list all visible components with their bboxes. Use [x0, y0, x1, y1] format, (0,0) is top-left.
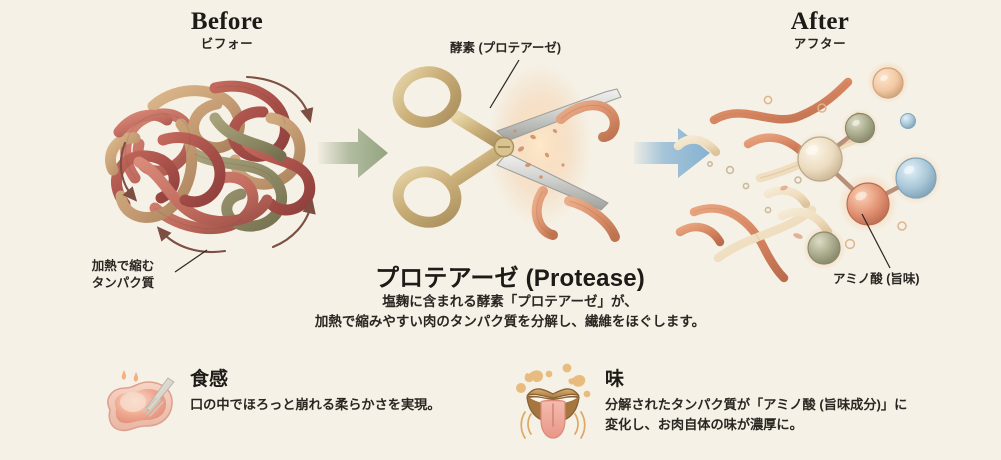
before-annotation-line1: 加熱で縮む: [91, 259, 155, 273]
enzyme-leader-line: [489, 59, 520, 109]
arrow-before-to-center: [318, 125, 390, 181]
feature-texture-text: 食感 口の中でほろっと崩れる柔らかさを実現。: [190, 362, 441, 415]
center-desc-line1: 塩麹に含まれる酵素「プロテアーゼ」が、: [382, 294, 638, 309]
feature-taste-body-line2: 変化し、お肉自体の味が濃厚に。: [605, 417, 803, 432]
center-description: 塩麹に含まれる酵素「プロテアーゼ」が、 加熱で縮みやすい肉のタンパク質を分解し、…: [250, 292, 770, 332]
center-scissors-illustration: [365, 45, 665, 250]
before-title-en: Before: [190, 8, 264, 35]
feature-texture-body-line1: 口の中でほろっと崩れる柔らかさを実現。: [190, 397, 441, 412]
enzyme-label: 酵素 (プロテアーゼ): [450, 41, 562, 55]
center-desc-line2: 加熱で縮みやすい肉のタンパク質を分解し、繊維をほぐします。: [314, 314, 706, 329]
protein-leader-line: [174, 249, 208, 273]
shrink-direction-arrows: [95, 55, 345, 270]
after-title-en: After: [790, 8, 850, 35]
before-heading: Before ビフォー: [127, 8, 327, 53]
meat-with-fork-icon: [100, 362, 180, 444]
tongue-mouth-icon: [515, 362, 595, 444]
before-annotation-line2: タンパク質: [91, 276, 155, 290]
after-title-jp: アフター: [793, 37, 847, 51]
amino-acid-label: アミノ酸 (旨味): [833, 272, 920, 286]
feature-taste-text: 味 分解されたタンパク質が「アミノ酸 (旨味成分)」に 変化し、お肉自体の味が濃…: [605, 362, 907, 435]
before-title-jp: ビフォー: [200, 37, 254, 51]
amino-leader-line: [861, 213, 891, 269]
after-heading: After アフター: [720, 8, 920, 53]
before-protein-illustration: [95, 58, 335, 268]
after-fibers-illustration: [672, 58, 972, 283]
before-annotation: 加熱で縮む タンパク質: [68, 258, 178, 292]
feature-taste-body: 分解されたタンパク質が「アミノ酸 (旨味成分)」に 変化し、お肉自体の味が濃厚に…: [605, 395, 907, 435]
feature-taste: 味 分解されたタンパク質が「アミノ酸 (旨味成分)」に 変化し、お肉自体の味が濃…: [515, 362, 907, 444]
feature-taste-body-line1: 分解されたタンパク質が「アミノ酸 (旨味成分)」に: [605, 397, 908, 412]
feature-texture-body: 口の中でほろっと崩れる柔らかさを実現。: [190, 395, 441, 415]
feature-texture-title: 食感: [190, 369, 229, 390]
feature-texture: 食感 口の中でほろっと崩れる柔らかさを実現。: [100, 362, 441, 444]
feature-taste-title: 味: [605, 369, 625, 390]
center-title: プロテアーゼ (Protease): [374, 265, 645, 292]
